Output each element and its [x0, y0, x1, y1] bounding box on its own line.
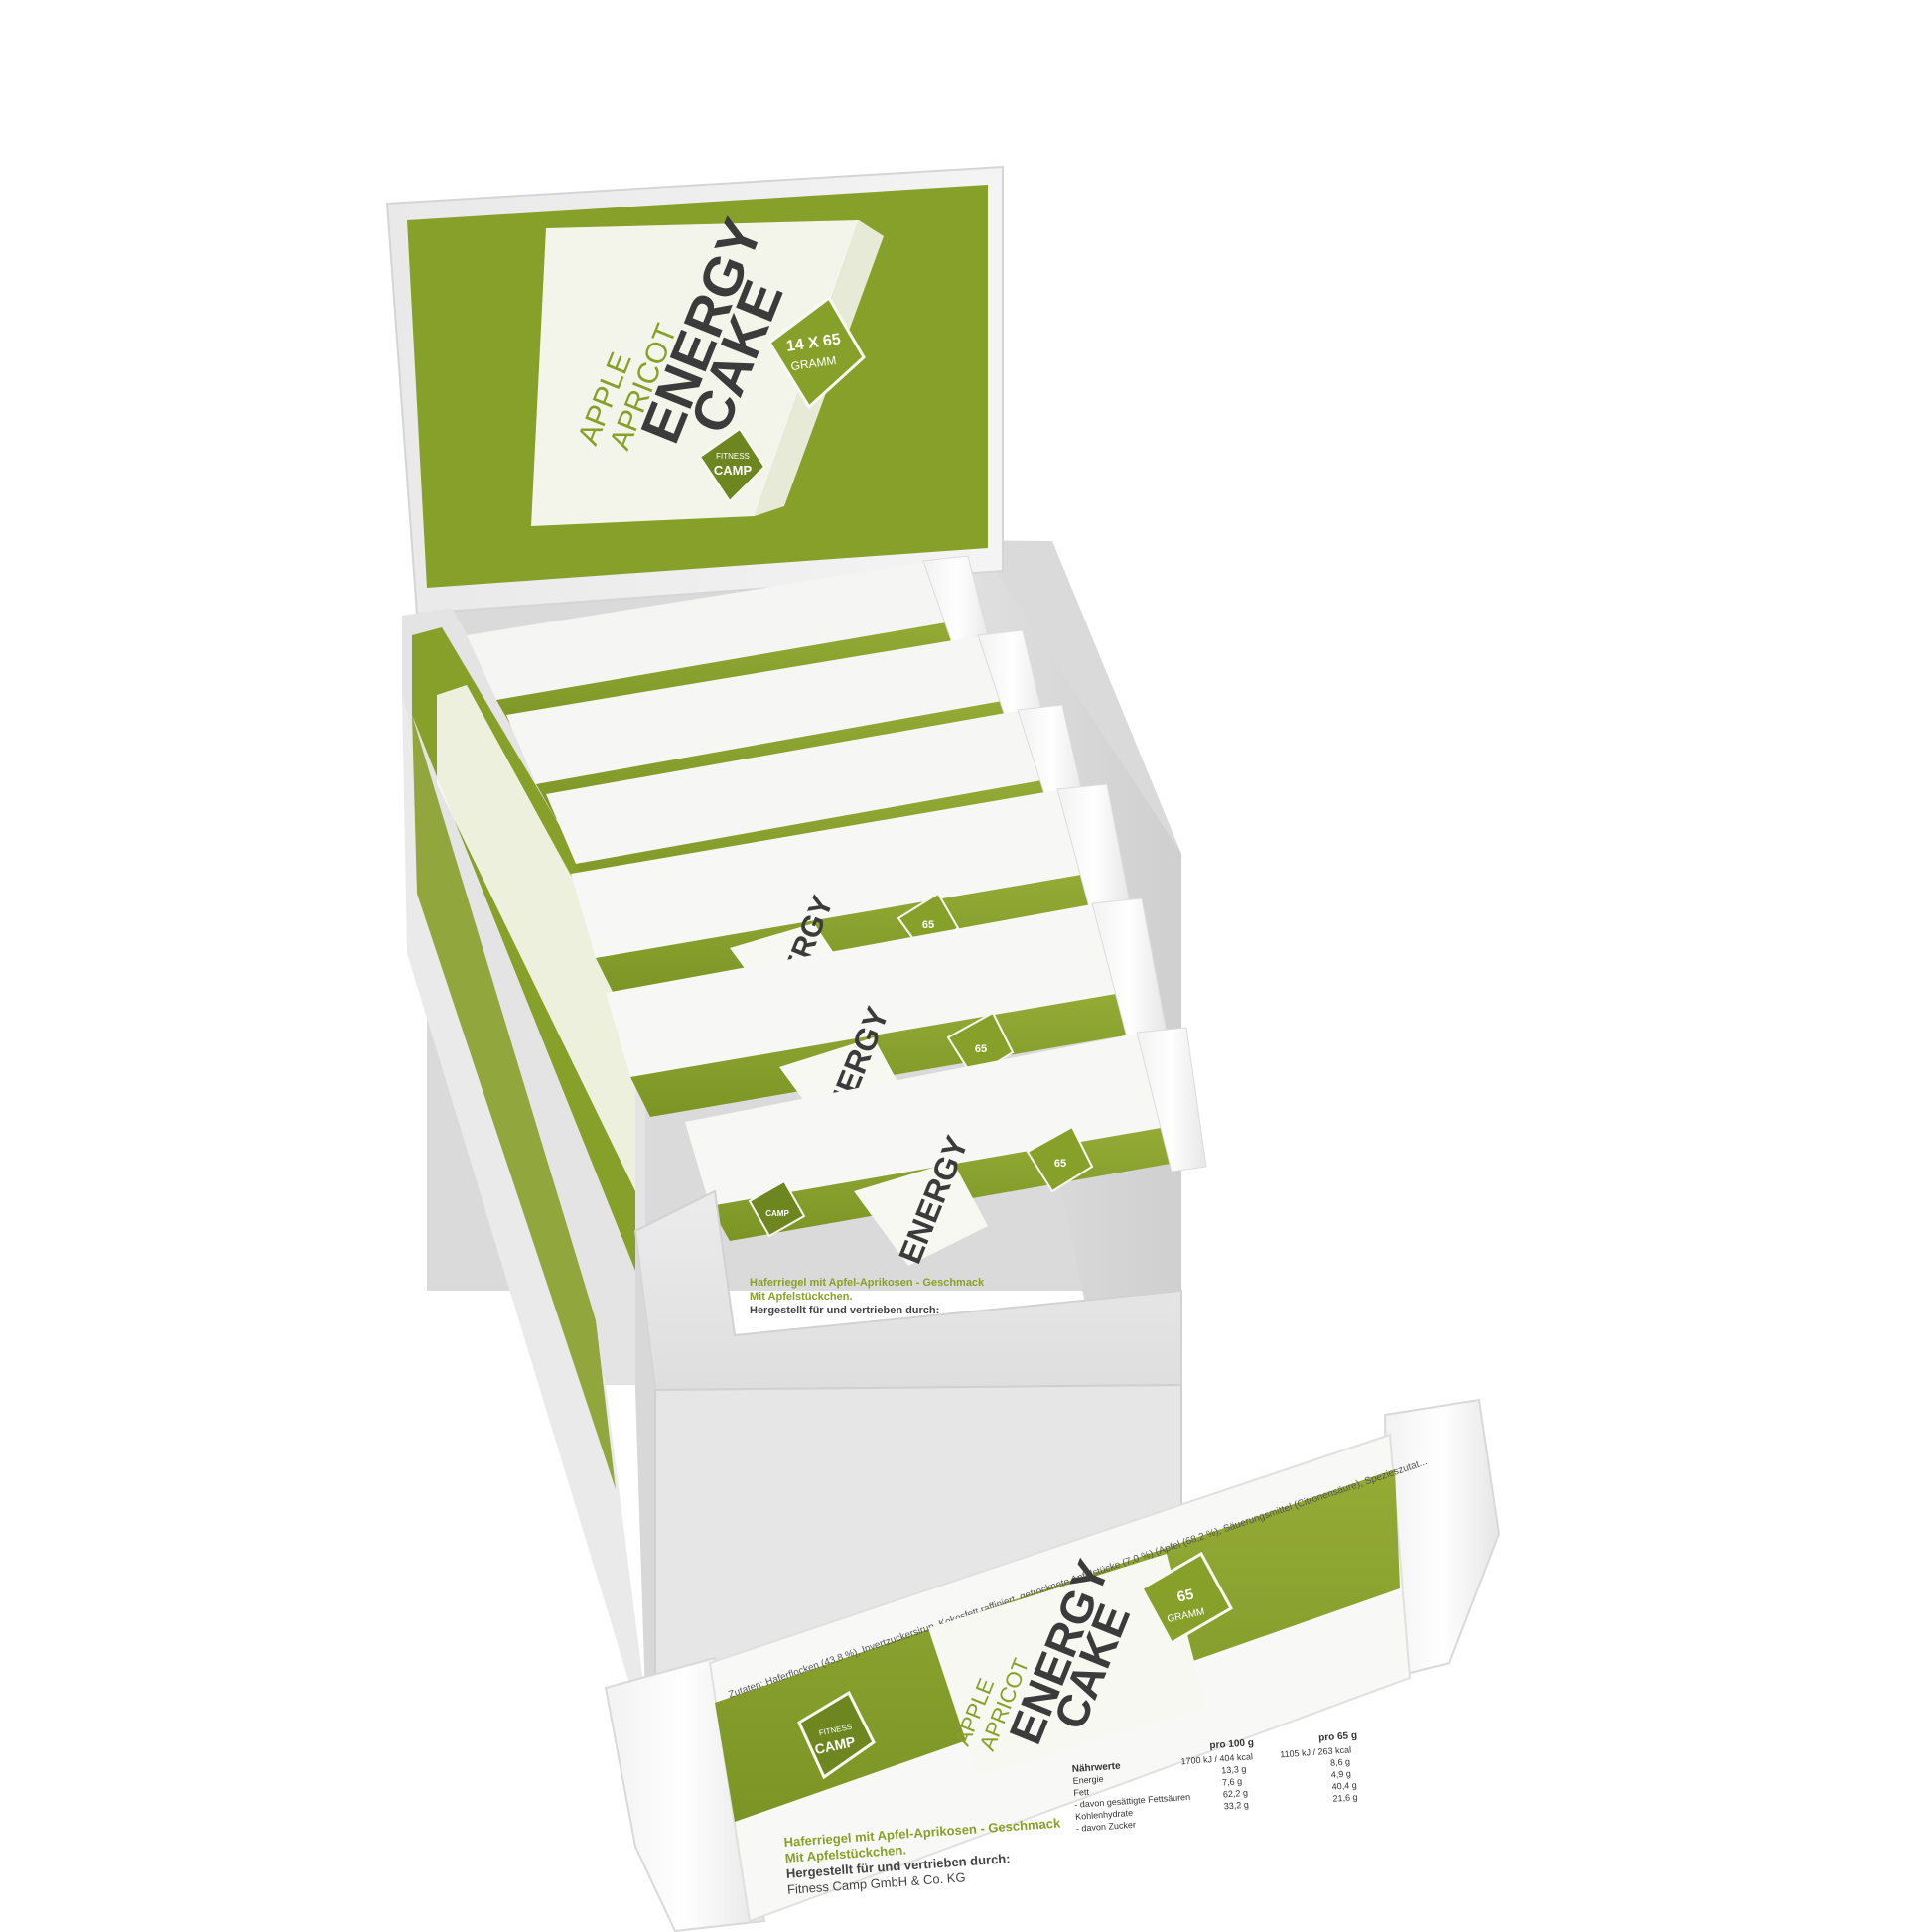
box-bar-5-weight: 65 — [975, 1043, 987, 1055]
svg-text:40,4 g: 40,4 g — [1331, 1780, 1357, 1792]
nutrition-row: Fett 13,3 g 8,6 g — [1073, 1756, 1351, 1798]
svg-text:Fett: Fett — [1073, 1787, 1090, 1798]
box-bar-6: ENERGY 65 CAMP Haferriegel mit Apfel-Apr… — [685, 1027, 1207, 1316]
nutrition-col-65: pro 65 g — [1318, 1730, 1358, 1744]
box-bar-6-description: Haferriegel mit Apfel-Aprikosen - Geschm… — [750, 1277, 985, 1289]
loose-bar-label-card — [928, 1554, 1206, 1777]
loose-bar-nutrition-table: Nährwerte pro 100 g pro 65 g Energie 170… — [1071, 1730, 1358, 1834]
svg-text:Kohlenhydrate: Kohlenhydrate — [1075, 1808, 1134, 1822]
lid-label: APPLE APRICOT ENERGY CAKE 14 X 65 GRAMM … — [407, 185, 988, 588]
loose-bar-weight: 65 — [1175, 1587, 1195, 1606]
lid-brand-small: FITNESS — [716, 452, 750, 461]
svg-text:Energie: Energie — [1072, 1774, 1104, 1786]
svg-text:21,6 g: 21,6 g — [1332, 1792, 1358, 1804]
svg-text:62,2 g: 62,2 g — [1223, 1788, 1249, 1800]
nutrition-row: - davon Zucker 33,2 g 21,6 g — [1076, 1792, 1358, 1834]
box-bar-6-weight: 65 — [1054, 1158, 1066, 1170]
svg-text:7,6 g: 7,6 g — [1222, 1776, 1243, 1787]
box-bar-6-description2: Mit Apfelstückchen. — [750, 1291, 853, 1303]
display-box: APPLE APRICOT ENERGY CAKE 14 X 65 GRAMM … — [385, 165, 1207, 1703]
lid-brand-big: CAMP — [714, 463, 753, 478]
lid-pack-badge — [767, 295, 866, 410]
svg-text:8,6 g: 8,6 g — [1330, 1756, 1351, 1767]
box-bar-6-brand: CAMP — [765, 1209, 789, 1218]
nutrition-title: Nährwerte — [1071, 1761, 1121, 1775]
lid-pack-unit: GRAMM — [790, 353, 838, 373]
box-bar-5: ENERGY 65 — [606, 897, 1168, 1142]
loose-bar-weight-badge — [1139, 1551, 1234, 1646]
nutrition-col-100: pro 100 g — [1209, 1737, 1254, 1751]
svg-text:4,9 g: 4,9 g — [1330, 1768, 1351, 1779]
loose-bar-brand-badge — [797, 1690, 876, 1780]
nutrition-row: Kohlenhydrate 62,2 g 40,4 g — [1075, 1780, 1357, 1822]
box-bar-4-weight: 65 — [922, 919, 934, 931]
bars-in-box: ENERGY 65 ENERGY 65 ENERGY 65 — [467, 555, 1207, 1316]
box-bar-6-maker: Hergestellt für und vertrieben durch: — [750, 1305, 939, 1316]
svg-text:33,2 g: 33,2 g — [1223, 1800, 1249, 1812]
svg-text:13,3 g: 13,3 g — [1221, 1764, 1247, 1776]
lid-brand-badge — [698, 427, 766, 503]
svg-text:- davon Zucker: - davon Zucker — [1076, 1820, 1137, 1834]
